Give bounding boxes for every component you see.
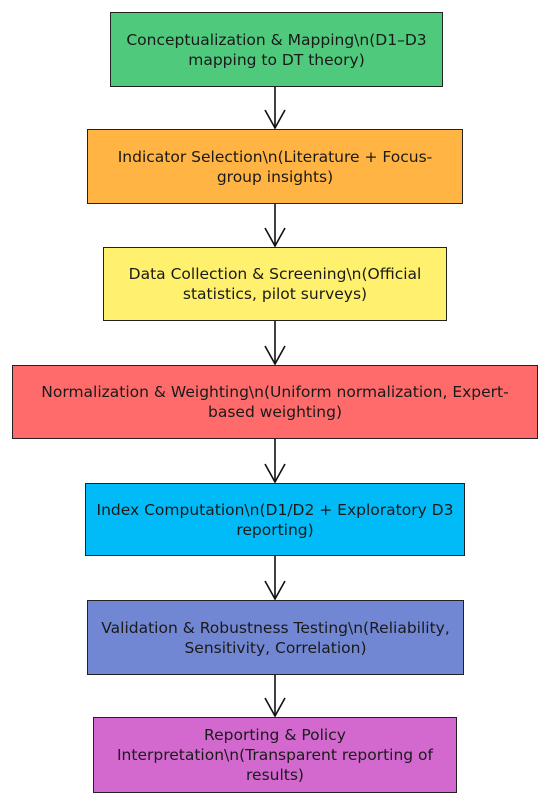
arrow-3-to-4 — [264, 321, 286, 366]
arrow-2-to-3 — [264, 204, 286, 248]
arrow-4-to-5 — [264, 439, 286, 484]
arrow-5-to-6 — [264, 556, 286, 601]
step-6-label: Validation & Robustness Testing\n(Reliab… — [101, 618, 450, 657]
step-1-label: Conceptualization & Mapping\n(D1–D3 mapp… — [126, 30, 427, 69]
step-1-conceptualization: Conceptualization & Mapping\n(D1–D3 mapp… — [110, 12, 443, 87]
step-3-data-collection: Data Collection & Screening\n(Official s… — [103, 247, 447, 321]
step-4-normalization: Normalization & Weighting\n(Uniform norm… — [12, 365, 538, 439]
step-7-label: Reporting & Policy Interpretation\n(Tran… — [116, 726, 434, 784]
step-3-label: Data Collection & Screening\n(Official s… — [128, 265, 422, 303]
step-6-validation: Validation & Robustness Testing\n(Reliab… — [87, 600, 464, 675]
step-2-label: Indicator Selection\n(Literature + Focus… — [117, 147, 433, 186]
arrow-1-to-2 — [264, 87, 286, 130]
arrow-6-to-7 — [264, 675, 286, 718]
step-7-reporting: Reporting & Policy Interpretation\n(Tran… — [93, 717, 457, 793]
step-5-label: Index Computation\n(D1/D2 + Exploratory … — [96, 500, 454, 539]
step-5-index-computation: Index Computation\n(D1/D2 + Exploratory … — [85, 483, 465, 556]
step-4-label: Normalization & Weighting\n(Uniform norm… — [41, 383, 509, 421]
step-2-indicator-selection: Indicator Selection\n(Literature + Focus… — [87, 129, 463, 204]
